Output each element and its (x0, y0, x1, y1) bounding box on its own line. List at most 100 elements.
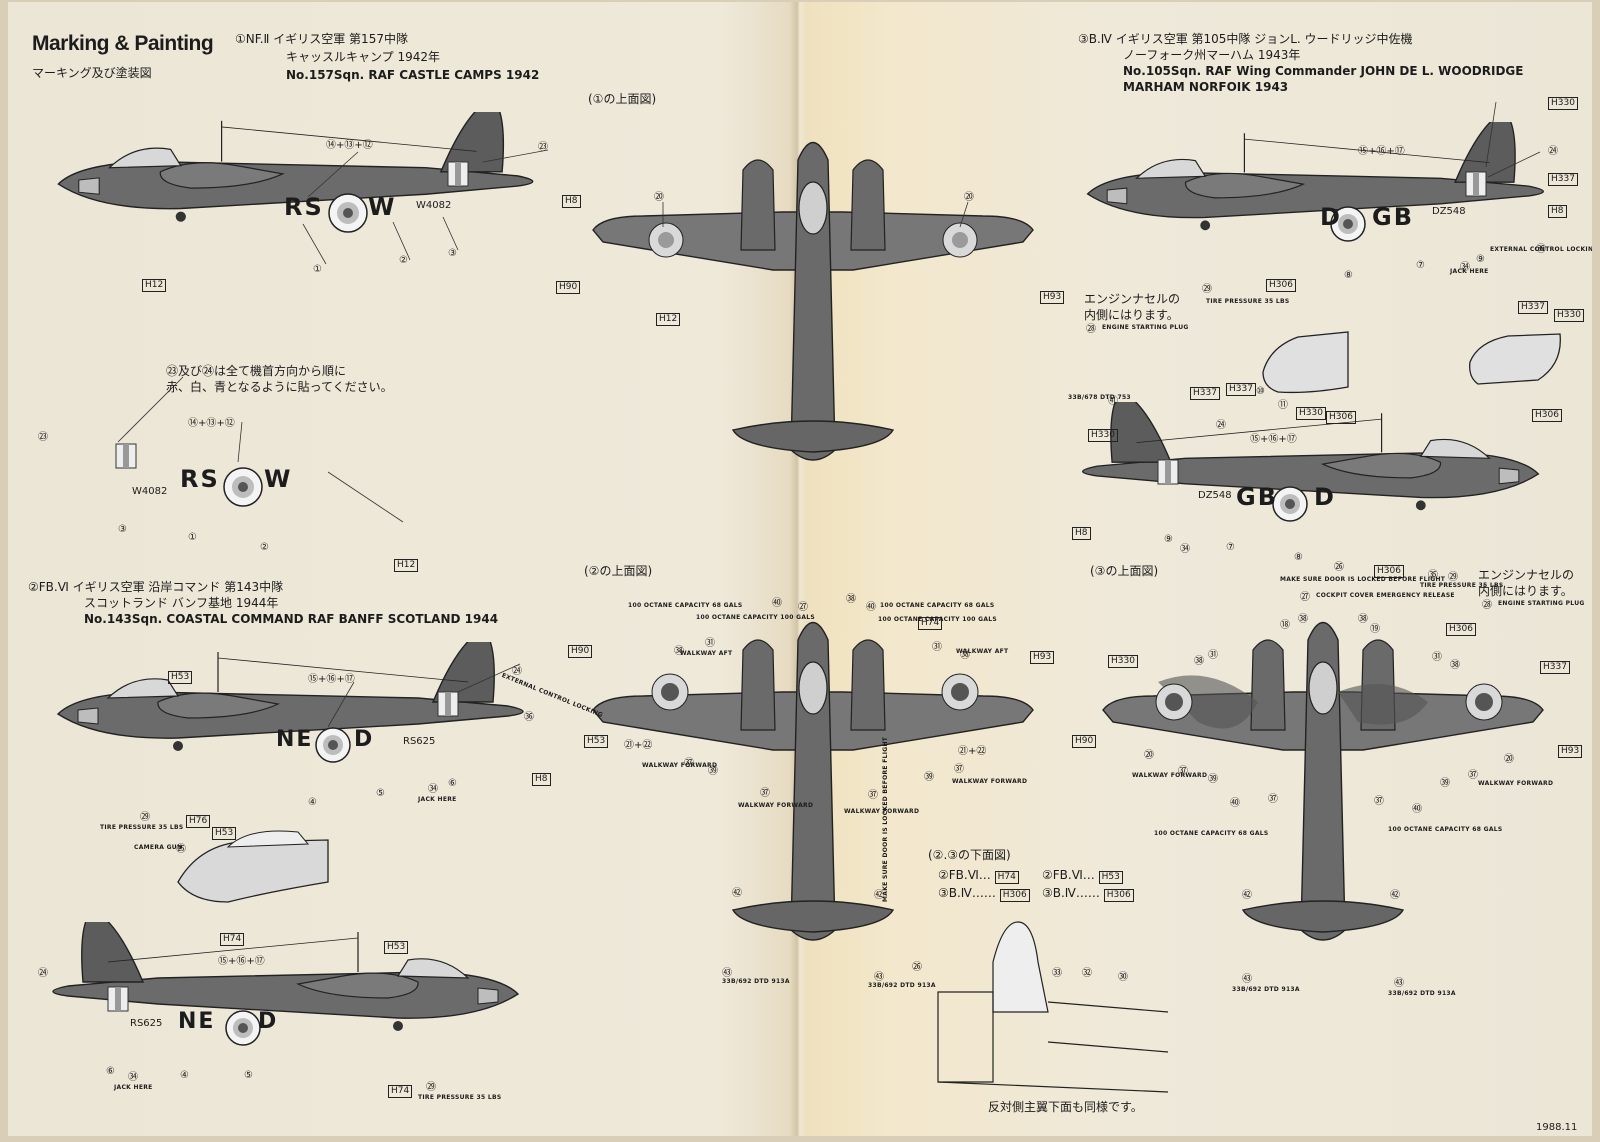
stencil-walk-aft: WALKWAY AFT (680, 650, 733, 657)
callout-24-d: ㉔ (1216, 420, 1226, 431)
stencil-walk-fwd-e: WALKWAY FORWARD (1132, 772, 1208, 779)
href-h12: H12 (142, 272, 167, 292)
scheme1b-code-right: W (264, 465, 291, 493)
scheme1-en: No.157Sqn. RAF CASTLE CAMPS 1942 (286, 68, 540, 82)
legend-fb6-h74: ②FB.Ⅵ… H74 (938, 868, 1019, 884)
href-h306-c: H306 (1532, 402, 1562, 422)
callout-37-g: ㊲ (1374, 796, 1384, 807)
stencil-dtd-c: 33B/692 DTD 913A (1232, 986, 1300, 993)
href-h93: H93 (1040, 284, 1065, 304)
scheme3b-code-left: GB (1236, 483, 1278, 511)
opposite-note: 反対側主翼下面も同様です。 (988, 1100, 1143, 1114)
callout-39-c: ㊴ (1208, 774, 1218, 785)
scheme1-serial: W4082 (416, 200, 452, 211)
callout-43: ㊸ (722, 968, 732, 979)
stencil-tire-b: TIRE PRESSURE 35 LBS (418, 1094, 502, 1101)
href-h53-c: H53 (384, 934, 409, 954)
nacelle-note-line2: 内側にはります。 (1084, 308, 1179, 322)
callout-41: ㊶ (1108, 396, 1118, 407)
stencil-walk-fwd-d: WALKWAY FORWARD (952, 778, 1028, 785)
callout-24-c: ㉔ (1548, 146, 1558, 157)
nacelle-note-line1: エンジンナセルの (1084, 292, 1181, 306)
b4-side-starboard (1081, 402, 1540, 522)
scheme2-code-left: NE (276, 727, 314, 752)
scheme1b-code-left: RS (180, 465, 220, 493)
callout-19: ⑲ (1370, 624, 1380, 635)
href-h74: H74 (220, 926, 245, 946)
href-h90-b: H90 (568, 638, 593, 658)
roundel-note-line2: 赤、白、青となるように貼ってください。 (166, 380, 393, 394)
callout-20-b: ⑳ (964, 192, 974, 203)
leader-lines (117, 101, 1541, 728)
stencil-tire-c: TIRE PRESSURE 35 LBS (1206, 298, 1290, 305)
callout-42-d: ㊷ (1390, 890, 1400, 901)
callout-43-d: ㊸ (1394, 978, 1404, 989)
href-h8-b: H8 (532, 766, 551, 786)
scheme3-code-left: D (1320, 203, 1340, 231)
callout-38-f: ㊳ (1194, 656, 1204, 667)
callout-38: ㊳ (674, 646, 684, 657)
href-h330-b: H330 (1296, 400, 1326, 420)
callout-18: ⑱ (1280, 620, 1290, 631)
callout-14-13-12: ⑭+⑬+⑫ (326, 140, 373, 151)
callout-21-22-b: ㉑+㉒ (958, 746, 987, 757)
stencil-dtd-top: 33B/678 DTD 753 (1068, 394, 1131, 401)
scheme1-code-left: RS (284, 193, 324, 221)
legend-fb6-h53: ②FB.Ⅵ… H53 (1042, 868, 1123, 884)
callout-39-d: ㊴ (1440, 778, 1450, 789)
callout-4: ④ (308, 797, 317, 808)
callout-15-16-17: ⑮+⑯+⑰ (308, 674, 355, 685)
callout-5-b: ⑤ (244, 1070, 253, 1081)
caption-top2: (②の上面図) (584, 564, 653, 578)
href-h8-d: H8 (1072, 520, 1091, 540)
callout-26: ㉖ (912, 962, 922, 973)
callout-7-b: ⑦ (1226, 542, 1235, 553)
callout-34-d: ㉞ (1180, 544, 1190, 555)
stencil-dtd-b: 33B/692 DTD 913A (868, 982, 936, 989)
callout-10: ⑩ (1256, 386, 1265, 397)
sheet-title: Marking & Painting (32, 32, 214, 55)
callout-29-c: ㉙ (1202, 284, 1212, 295)
href-h74-c: H74 (918, 610, 943, 630)
aircraft-drawings (52, 101, 1561, 1093)
stencil-fuel-68-d: 100 OCTANE CAPACITY 68 GALS (1388, 826, 1503, 833)
b4-top-view (1102, 621, 1544, 941)
callout-2: ② (399, 255, 408, 266)
stencil-fuel-100: 100 OCTANE CAPACITY 100 GALS (696, 614, 816, 621)
stencil-walk-fwd: WALKWAY FORWARD (642, 762, 718, 769)
scheme3-en-line1: No.105Sqn. RAF Wing Commander JOHN DE L.… (1123, 64, 1524, 78)
callout-3-b: ③ (118, 524, 127, 535)
href-h90-c: H90 (1072, 728, 1097, 748)
callout-42-c: ㊷ (1242, 890, 1252, 901)
callout-20-d: ⑳ (1504, 754, 1514, 765)
fb6-side-starboard (52, 922, 519, 1046)
callout-38-c: ㊳ (960, 650, 970, 661)
stencil-fuel-100-b: 100 OCTANE CAPACITY 100 GALS (878, 616, 998, 623)
fb6-top-view (592, 621, 1034, 941)
href-h12-c: H12 (656, 306, 681, 326)
scheme3-en-line2: MARHAM NORFOIK 1943 (1123, 80, 1289, 94)
stencil-fuel-68-b: 100 OCTANE CAPACITY 68 GALS (880, 602, 995, 609)
stencil-jack-c: JACK HERE (1450, 268, 1489, 275)
callout-40-d: ㊵ (1412, 804, 1422, 815)
nf2-top-view (592, 141, 1034, 461)
href-h93-b: H93 (1030, 644, 1055, 664)
callout-30: ㉚ (1118, 972, 1128, 983)
callout-4-b: ④ (180, 1070, 189, 1081)
callout-37-b: ㊲ (760, 788, 770, 799)
stencil-camera: CAMERA GUN (134, 844, 183, 851)
scheme2b-code-left: NE (178, 1009, 216, 1034)
stencil-fuel-68: 100 OCTANE CAPACITY 68 GALS (628, 602, 743, 609)
href-h53: H53 (168, 664, 193, 684)
scheme2-serial: RS625 (403, 736, 436, 747)
nf2-side-starboard (115, 443, 263, 507)
href-h330-e: H330 (1108, 648, 1138, 668)
footer-date: 1988.11 (1536, 1122, 1578, 1133)
href-h53-d: H53 (584, 728, 609, 748)
callout-29-d: ㉙ (1448, 572, 1458, 583)
stencil-walk-fwd-c: WALKWAY FORWARD (844, 808, 920, 815)
callout-7: ⑦ (1416, 260, 1425, 271)
scheme3-jp-line1: ③B.Ⅳ イギリス空軍 第105中隊 ジョンL. ウードリッジ中佐機 (1078, 32, 1413, 46)
stencil-ext-ctrl-b: EXTERNAL CONTROL LOCKING (1490, 246, 1592, 253)
stencil-dtd: 33B/692 DTD 913A (722, 978, 790, 985)
